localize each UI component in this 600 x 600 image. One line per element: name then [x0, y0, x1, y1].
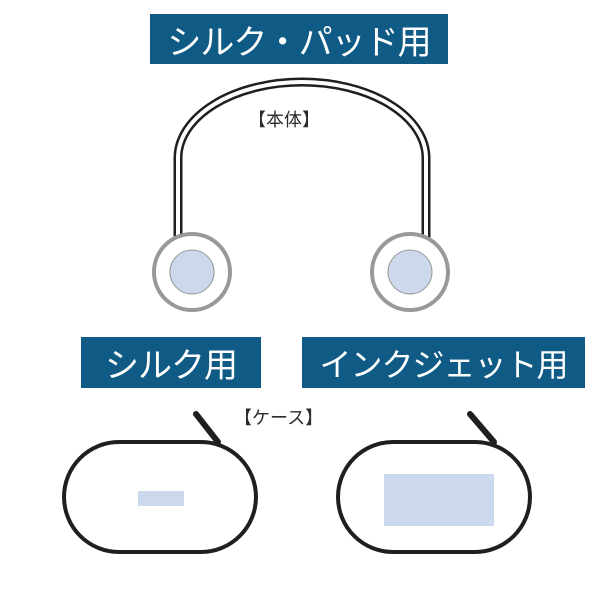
inkjet-case	[336, 411, 532, 554]
inkjet-label: インクジェット用	[302, 337, 585, 388]
headband-inner	[176, 80, 428, 245]
inkjet-case-zipper-pull	[467, 411, 497, 445]
silk-case-zipper-pull	[193, 411, 221, 445]
silk-case	[62, 411, 258, 554]
body-caption: 【本体】	[246, 106, 322, 132]
left-earcup	[152, 232, 232, 312]
inkjet-print-area	[384, 474, 494, 526]
case-caption: 【ケース】	[232, 404, 326, 430]
silk-print-area	[138, 491, 184, 506]
silk-label: シルク用	[81, 337, 261, 388]
right-earcup	[370, 232, 450, 312]
title-label: シルク・パッド用	[150, 14, 448, 64]
